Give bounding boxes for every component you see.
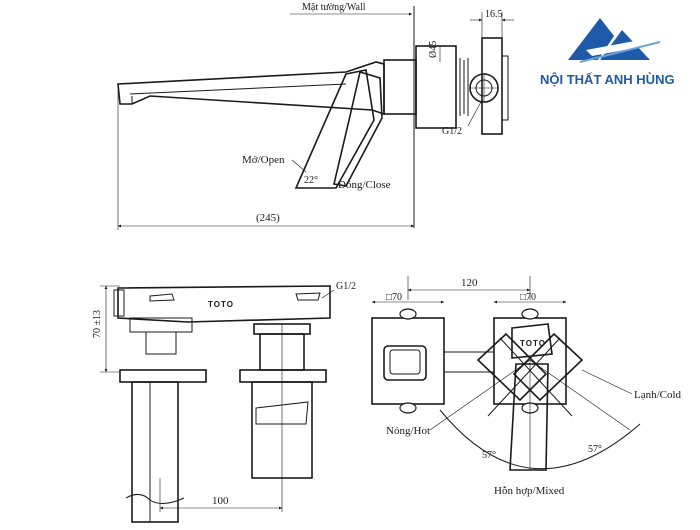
angle-right: 57° (588, 444, 602, 455)
thread-label-top: G1/2 (442, 126, 462, 137)
spout-flange (119, 369, 207, 383)
close-label: Đóng/Close (338, 179, 391, 191)
wall-flange (383, 59, 417, 115)
depth-dimension: 16.5 (485, 9, 503, 20)
wall-label: Mặt tường/Wall (302, 2, 366, 13)
lever-closed (333, 70, 383, 187)
angle-left: 57° (482, 450, 496, 461)
spout (117, 61, 385, 116)
valve-body-rear-plate (501, 55, 509, 121)
plate-right-size: □70 (520, 292, 536, 303)
cold-label: Lạnh/Cold (634, 389, 682, 401)
diameter-dimension: Ø45 (428, 41, 439, 58)
outlet-spout-face (383, 345, 427, 381)
offset-dimension: 100 (212, 495, 229, 507)
thread-label-front: G1/2 (336, 281, 356, 292)
handle-mixed-position (509, 363, 549, 471)
side-view: Mặt tường/Wall 16.5 Ø45 G1/2 (117, 2, 514, 230)
front-brand-mark: TOTO (208, 300, 234, 309)
screw-left-top (399, 308, 417, 320)
plate-left-size: □70 (386, 292, 402, 303)
plate-left (371, 317, 445, 405)
open-label: Mở/Open (242, 154, 285, 166)
spout-inner-line (129, 83, 347, 95)
open-leader (291, 159, 307, 173)
rotation-arc (439, 409, 641, 470)
mixed-label: Hỗn hợp/Mixed (494, 485, 565, 497)
handle-hot-position (476, 332, 548, 402)
angle-ray-left (429, 359, 531, 431)
pipe-break-line (125, 494, 185, 504)
thread-leader-top (467, 99, 483, 127)
plate-view: 120 □70 □70 TOTO 57° 57° Nóng/ (371, 276, 682, 497)
screw-left-bottom (399, 402, 417, 414)
thread-rings (455, 58, 469, 116)
spout-coupling (145, 331, 177, 355)
screw-right-top (521, 308, 539, 320)
valve-flange (239, 369, 327, 383)
handle-cold-position (512, 332, 584, 402)
length-dimension: (245) (256, 212, 280, 224)
handle-swing-line-b (487, 337, 561, 417)
spout-outlet-hole (149, 293, 175, 302)
handle-swing-line-a (499, 337, 573, 417)
front-view: 70 ±13 TOTO G1/2 100 (92, 281, 356, 523)
spout-pipe (131, 381, 179, 523)
spout-inlet-hole (295, 292, 321, 301)
thread-leader-front (321, 289, 335, 299)
outlet-spout-inner (389, 349, 421, 375)
handle-center (511, 323, 553, 359)
cold-leader (581, 369, 633, 395)
brand-name: NỘI THẤT ANH HÙNG (540, 72, 675, 87)
spacing-dimension: 120 (461, 277, 478, 289)
lever-angle: 22° (304, 175, 318, 186)
hot-label: Nóng/Hot (386, 425, 430, 437)
angle-ray-right (529, 359, 631, 431)
spout-front (117, 285, 331, 323)
plate-brand-mark: TOTO (520, 339, 546, 348)
brand-mountain-icon (568, 18, 661, 63)
valve-handle-shape (255, 401, 309, 425)
spout-front-cap (113, 289, 125, 317)
height-dimension: 70 ±13 (92, 310, 103, 338)
brand-logo: NỘI THẤT ANH HÙNG (540, 18, 675, 87)
lever-open (294, 69, 375, 189)
